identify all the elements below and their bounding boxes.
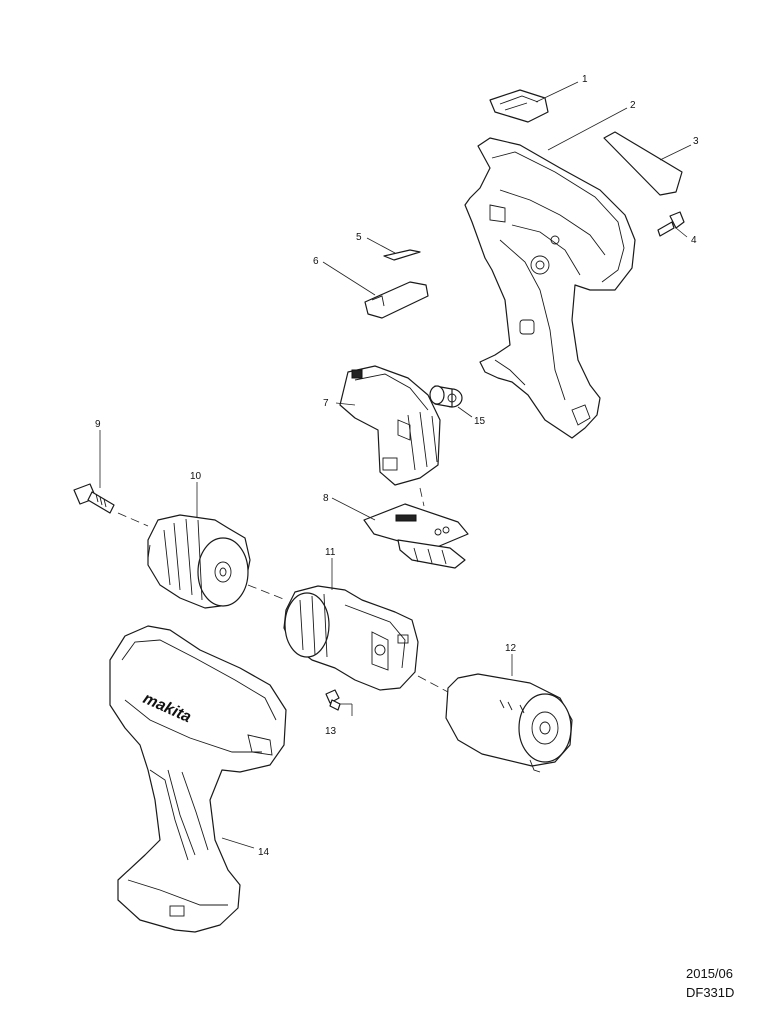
callout-7: 7 [323,398,329,409]
part-6-lever [364,281,429,319]
part-9-bolt [73,483,115,514]
part-1-button [489,89,549,123]
callout-9: 9 [95,419,101,430]
callout-1: 1 [582,74,588,85]
leader-lines [99,81,692,849]
callout-5: 5 [356,232,362,243]
callout-2: 2 [630,100,636,111]
callout-6: 6 [313,256,319,267]
part-4-screw [657,211,685,237]
part-5-spring [383,249,421,261]
part-3-label [603,131,683,196]
assembly-axis-lines [117,487,449,693]
callout-14: 14 [258,847,270,858]
part-15-spacer [429,385,463,408]
callout-13: 13 [325,726,337,737]
part-7-switch [339,365,441,486]
footer-date: 2015/06 [686,966,733,981]
callout-3: 3 [693,136,699,147]
part-2-housing [464,137,636,439]
callout-4: 4 [691,235,697,246]
part-13-screw [325,689,341,711]
callout-10: 10 [190,471,202,482]
part-11-gear-assembly [283,585,419,691]
callout-15: 15 [474,416,486,427]
part-8-plate [363,503,469,569]
callout-12: 12 [505,643,517,654]
callout-11: 11 [325,547,336,558]
callout-labels: 1 2 3 4 5 6 7 8 9 10 11 12 13 14 15 [95,74,699,858]
part-10-chuck [147,514,251,609]
part-12-motor [445,673,573,773]
part-14-housing: makita [109,625,287,933]
footer-model-number: DF331D [686,985,735,1000]
callout-8: 8 [323,493,329,504]
